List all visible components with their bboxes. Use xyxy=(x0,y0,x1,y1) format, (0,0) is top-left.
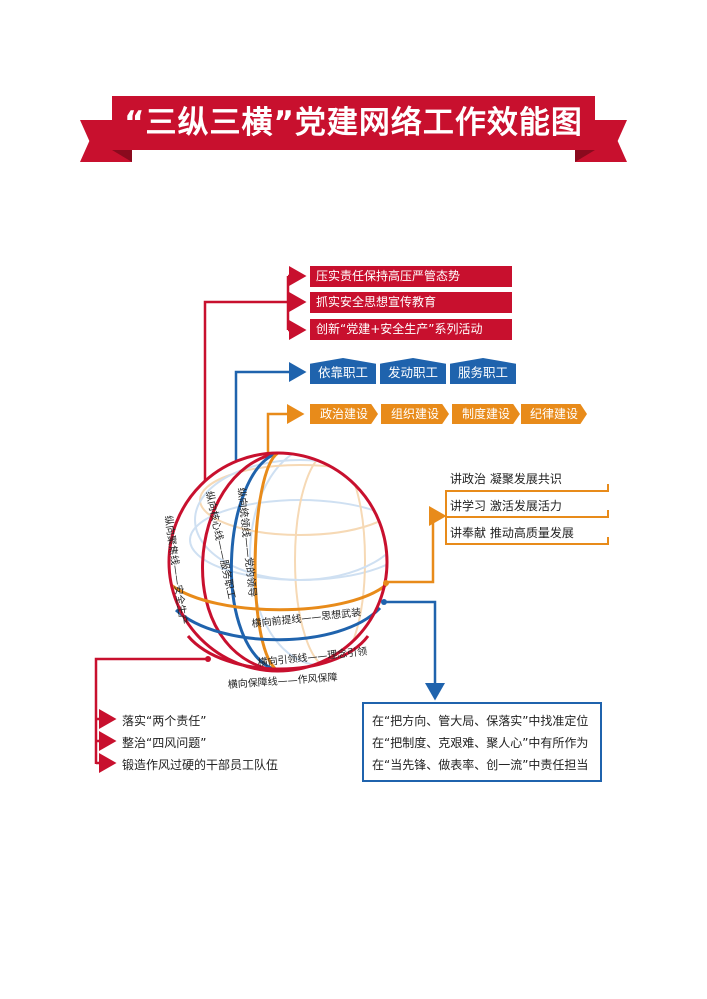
blue-panel-item-1: 在“把方向、管大局、保落实”中找准定位 xyxy=(372,714,589,728)
left-item-1: 落实“两个责任” xyxy=(122,714,207,728)
blue-item-1: 依靠职工 xyxy=(310,358,376,384)
blue-item-2: 发动职工 xyxy=(380,358,446,384)
right-tick-2 xyxy=(607,510,609,516)
right-underline-3 xyxy=(447,543,609,545)
left-item-2: 整治“四风问题” xyxy=(122,736,207,750)
right-item-1: 讲政治 凝聚发展共识 xyxy=(450,472,562,486)
blue-panel: 在“把方向、管大局、保落实”中找准定位 在“把制度、克艰难、聚人心”中有所作为 … xyxy=(362,702,602,782)
blue-item-3: 服务职工 xyxy=(450,358,516,384)
blue-connector-top xyxy=(234,362,307,470)
red-item-2: 抓实安全思想宣传教育 xyxy=(310,292,512,313)
right-tick-1 xyxy=(607,484,609,490)
right-list-spine xyxy=(445,490,447,545)
left-item-3: 锻造作风过硬的干部员工队伍 xyxy=(122,758,279,772)
red-connector-top xyxy=(203,266,307,486)
label-horizontal-guarantee: 横向保障线——作风保障 xyxy=(227,670,338,691)
orange-item-3: 制度建设 xyxy=(452,404,520,424)
orange-item-1: 政治建设 xyxy=(310,404,378,424)
page-title: “三纵三横”党建网络工作效能图 xyxy=(112,96,595,150)
right-item-2: 讲学习 激活发展活力 xyxy=(450,499,562,513)
red-item-3: 创新“党建+安全生产”系列活动 xyxy=(310,319,512,340)
blue-connector-bottom xyxy=(384,600,445,701)
right-item-3: 讲奉献 推动高质量发展 xyxy=(450,526,574,540)
orange-item-4: 纪律建设 xyxy=(521,404,587,424)
right-underline-2 xyxy=(447,516,609,518)
blue-panel-item-3: 在“当先锋、做表率、创一流”中责任担当 xyxy=(372,758,589,772)
red-connector-bottom xyxy=(94,657,208,773)
orange-connector-right xyxy=(386,506,447,584)
orange-item-2: 组织建设 xyxy=(381,404,449,424)
right-underline-1 xyxy=(447,490,609,492)
orange-connector-top xyxy=(266,404,305,465)
right-tick-3 xyxy=(607,537,609,543)
blue-panel-item-2: 在“把制度、克艰难、聚人心”中有所作为 xyxy=(372,736,589,750)
red-item-1: 压实责任保持高压严管态势 xyxy=(310,266,512,287)
